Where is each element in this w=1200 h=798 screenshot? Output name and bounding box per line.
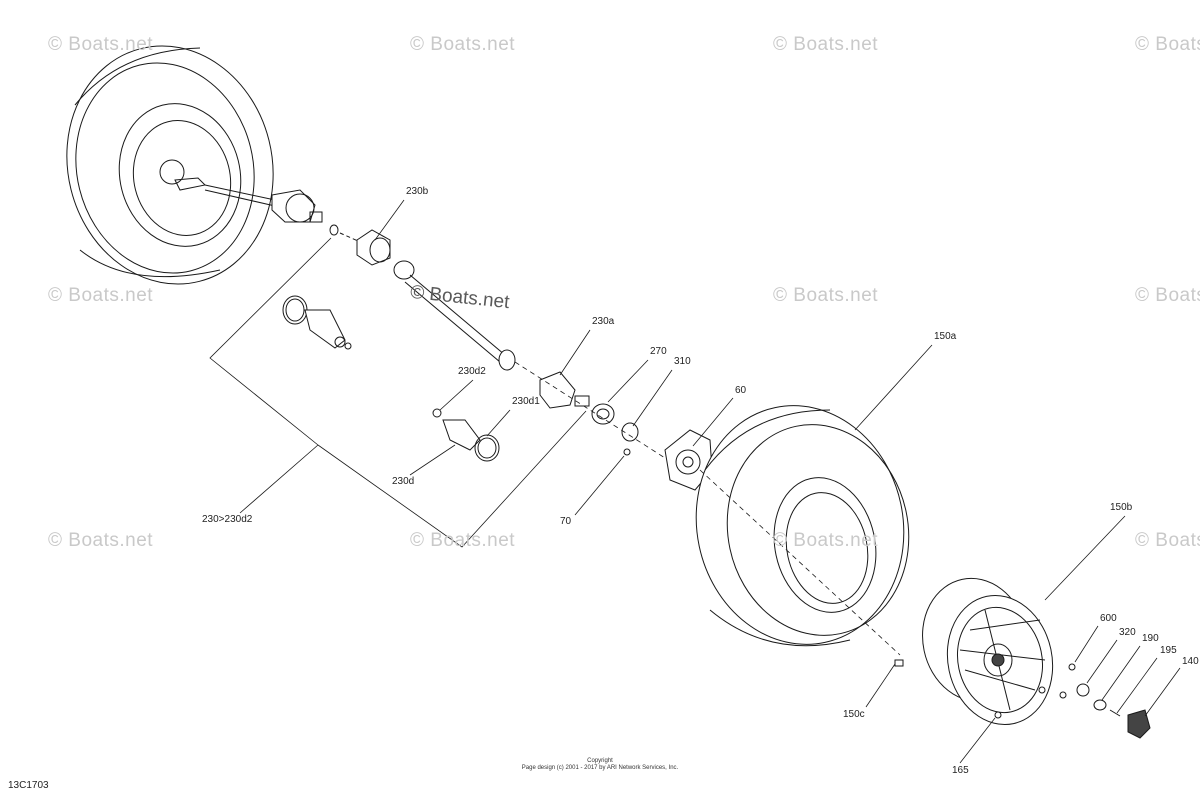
left-drive-shaft [174,177,323,223]
wheel-hardware [1038,663,1151,739]
callout-230b: 230b [406,186,429,197]
callout-230d1: 230d1 [512,396,540,407]
right-tire [695,405,910,647]
callout-230d: 230d [392,476,415,487]
watermark-text: © Boats.net [1135,285,1200,306]
watermark-text: © Boats.net [410,530,516,551]
callout-230a: 230a [592,316,615,327]
watermark-text: © Boats.net [48,285,154,306]
callout-leader-lines [209,199,1181,764]
callout-195: 195 [1160,645,1177,656]
callout-600: 600 [1100,613,1117,624]
callout-310: 310 [674,356,691,367]
right-rim [894,577,1054,725]
callout-140: 140 [1182,656,1199,667]
callout-230d2: 230d2 [458,366,486,377]
watermark-text: © Boats.net [48,530,154,551]
boot-kit-lower [432,408,500,462]
boot-kit-upper [282,295,352,350]
callout-150c: 150c [843,709,865,720]
callout-150b: 150b [1110,502,1133,513]
callout-165: 165 [952,765,969,776]
callout-70: 70 [560,516,572,527]
watermark-text: © Boats.net [1135,530,1200,551]
watermark-text: © Boats.net [48,34,154,55]
left-tire [66,45,274,285]
watermark-text: © Boats.net [773,34,879,55]
footer-copyright: Copyright [587,758,613,764]
watermark-text: © Boats.net [410,34,516,55]
diagram-code: 13C1703 [8,780,49,791]
center-shaft [329,224,516,371]
callout-230-range: 230>230d2 [202,514,253,525]
watermark-text: © Boats.net [773,530,879,551]
callout-150a: 150a [934,331,957,342]
callout-190: 190 [1142,633,1159,644]
footer-page-design: Page design (c) 2001 - 2017 by ARI Netwo… [521,765,679,771]
callout-60: 60 [735,385,747,396]
watermark-text: © Boats.net [1135,34,1200,55]
callout-320: 320 [1119,627,1136,638]
watermark-text: © Boats.net [773,285,879,306]
bearing-parts [539,371,639,456]
callout-270: 270 [650,346,667,357]
